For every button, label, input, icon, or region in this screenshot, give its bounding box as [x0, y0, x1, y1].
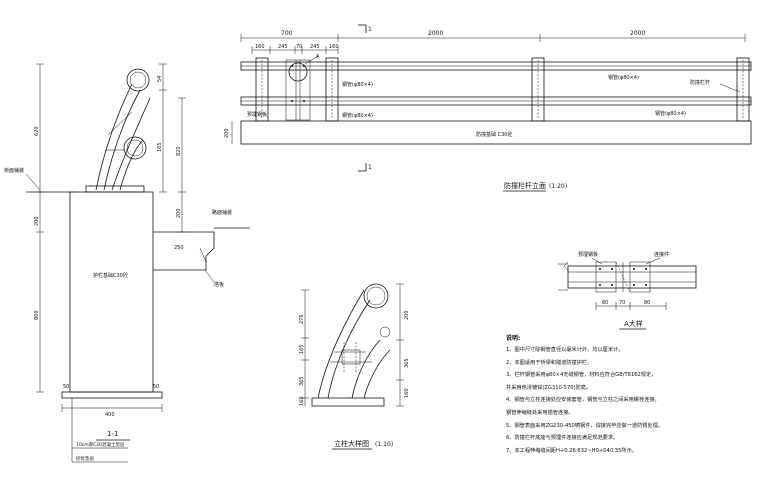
- foundation-block: [69, 191, 154, 393]
- base-label: 防撞基础 C30砼: [476, 131, 512, 138]
- dim-620: 620: [34, 126, 40, 136]
- dim-245-a: 245: [278, 44, 288, 50]
- marker-top-label: 1: [368, 26, 372, 33]
- dim-400: 400: [105, 412, 115, 418]
- detail-a-label-right: 连接件: [654, 251, 669, 258]
- concrete-label: 护栏基础C30砼: [93, 272, 128, 279]
- dim-800: 800: [34, 310, 40, 320]
- note-item: 6、防撞栏杆底座与预埋件连接应满足规范要求。: [506, 435, 619, 442]
- detail-a-dim-80-b: 80: [644, 300, 650, 306]
- pipe-label-4: 钢管(φ80×4): [655, 110, 686, 117]
- pipe-label-3: 钢管(φ80×4): [608, 74, 639, 81]
- section-view: 桥面铺装 路面铺装 护栏基础C30砼 搭板 250 50 50 400 620 …: [4, 63, 250, 463]
- note-bedding: 10cm厚C20混凝土垫层: [76, 441, 125, 448]
- detail-a-title: A大样: [624, 319, 643, 328]
- dim-2000-b: 2000: [630, 30, 645, 37]
- note-item: 5、钢管表面采用ZG230-450铸钢件，焊接完毕应做一道防锈处理。: [506, 422, 664, 429]
- post-dim-160: 160: [299, 396, 305, 406]
- dim-250: 250: [174, 245, 184, 251]
- expansion-joint: A: [285, 54, 320, 121]
- post-title: 立柱大样图: [334, 439, 369, 448]
- slab-label: 搭板: [214, 281, 224, 288]
- section-rail: [85, 68, 151, 193]
- note-item: 4、钢管与立柱连接处应安装套管，钢管与立柱之间采用螺栓连接，: [506, 397, 660, 404]
- post-scale: (1:10): [375, 441, 393, 448]
- elevation-dimension-top: 700 2000 2000 160 245 70 245 160: [240, 30, 746, 54]
- note-item: 1、图中尺寸除钢管直径以毫米计外，均以厘米计。: [506, 347, 624, 353]
- deck-label: 桥面铺装: [4, 167, 24, 174]
- dim-50-left: 50: [63, 384, 69, 390]
- bedding-layer: [61, 391, 163, 399]
- dim-245-b: 245: [310, 44, 320, 50]
- elevation-scale: (1:20): [549, 183, 567, 190]
- note-item: 并采用热浸镀锌(ZG310-570)防腐。: [506, 384, 592, 391]
- post-label-left: 预埋钢板: [247, 111, 267, 118]
- dim-200-right: 200: [176, 208, 182, 218]
- road-label: 路面铺装: [212, 209, 232, 216]
- dim-70: 70: [296, 44, 302, 50]
- post-dim-165: 165: [299, 344, 305, 354]
- dim-2000-a: 2000: [428, 30, 443, 37]
- section-marker-bottom: 1: [358, 163, 372, 172]
- dim-700: 700: [281, 30, 293, 37]
- elevation-view: 1 1 700 2000 2000 160 245 70: [224, 24, 752, 192]
- dim-54: 54: [157, 76, 163, 82]
- notes-heading: 说明:: [506, 335, 521, 342]
- post-label-right: 防撞栏杆: [690, 79, 710, 86]
- detail-a-view: 预埋钢板 连接件 80 70 80 A大样: [558, 251, 697, 330]
- dim-50-right: 50: [153, 384, 159, 390]
- notes-block: 说明: 1、图中尺寸除钢管直径以毫米计外，均以厘米计。 2、本图适用于桥梁和隧道…: [506, 334, 746, 457]
- post-dim-365: 365: [299, 376, 305, 386]
- rail-pipes: [240, 61, 752, 106]
- dim-820: 820: [176, 146, 182, 156]
- dim-160-b: 160: [329, 44, 339, 50]
- detail-a-dim-70: 70: [619, 300, 625, 306]
- pipe-label-2: 钢管(φ80×4): [342, 112, 373, 119]
- post-dim-160-r: 160: [404, 388, 410, 398]
- detail-a-dim-80-a: 80: [602, 300, 608, 306]
- note-item: 3、栏杆钢管采用φ80×4无缝钢管，材料应符合GB/T8162规定，: [506, 372, 657, 379]
- note-item: 2、本图适用于桥梁和隧道防撞护栏。: [506, 359, 593, 366]
- post-dim-200: 200: [404, 310, 410, 320]
- section-title: 1-1: [107, 430, 118, 438]
- detail-a-marker: A: [316, 54, 320, 60]
- post-dim-365-r: 365: [404, 358, 410, 368]
- dim-165: 165: [157, 142, 163, 152]
- note-item: 钢管伸缩缝处采用插管连接。: [506, 409, 574, 416]
- post-dim-276: 276: [299, 314, 305, 324]
- pipe-label-1: 钢管(φ80×4): [342, 81, 373, 88]
- marker-bottom-label: 1: [368, 164, 372, 171]
- detail-a-label-left: 预埋钢板: [578, 251, 598, 258]
- elevation-side-dim: 200: [224, 128, 230, 138]
- post-detail-view: 276 165 365 160 200 365 160 立柱大样图 (1:10): [299, 283, 410, 450]
- section-marker-top: 1: [358, 24, 372, 33]
- approach-slab: [153, 231, 215, 271]
- elevation-title: 防撞栏杆立面: [504, 181, 546, 190]
- note-gravel: 砂砾垫层: [76, 455, 94, 462]
- dim-200-left: 200: [34, 216, 40, 226]
- dim-160-a: 160: [255, 44, 265, 50]
- note-item: 7、本工程伸缩缝间距H+0.26 632~H0+040.35所示。: [506, 447, 637, 454]
- elevation-base: 防撞基础 C30砼 200: [224, 120, 752, 145]
